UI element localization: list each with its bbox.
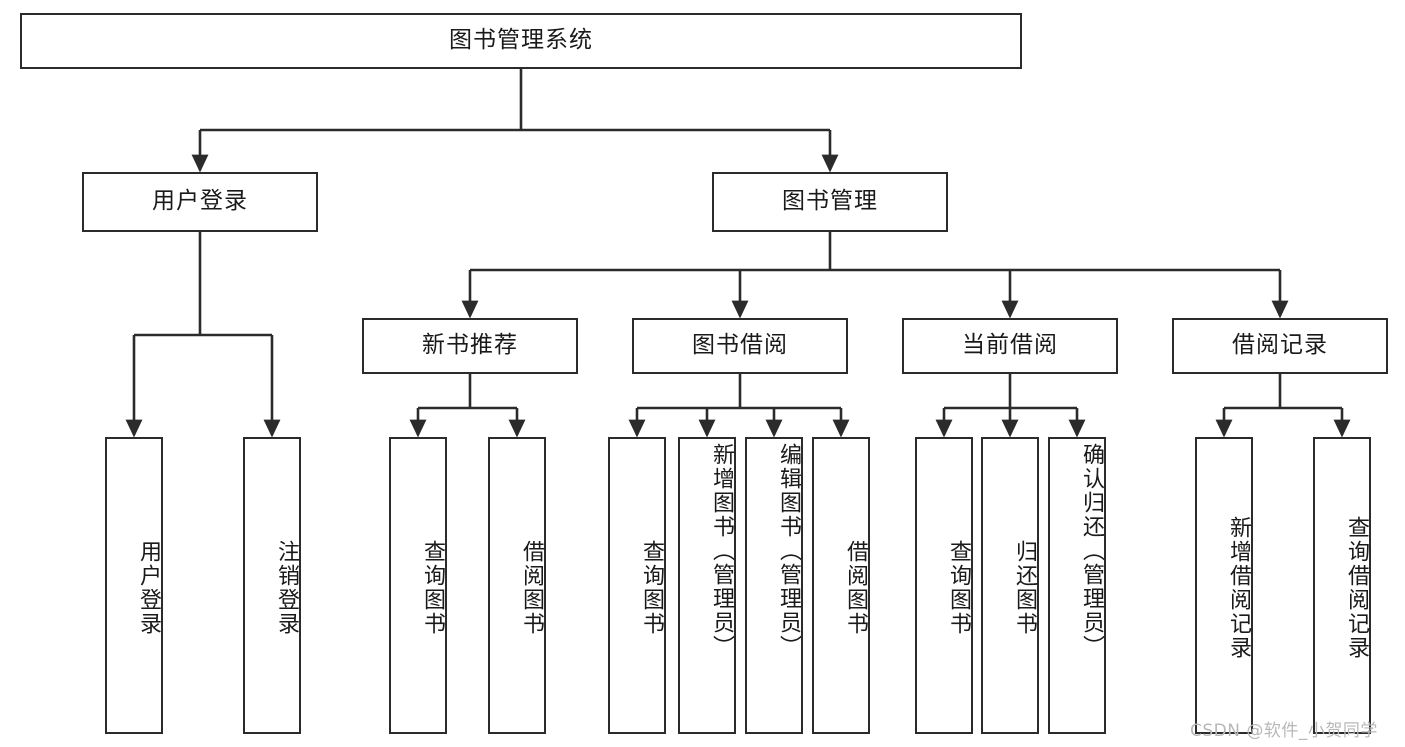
node-leaf-6[interactable]: 编辑图书（管理员） <box>745 437 803 734</box>
node-label: 归还图书 <box>1012 539 1037 636</box>
node-label: 图书管理 <box>782 188 878 215</box>
csdn-watermark: CSDN @软件_小贺同学 <box>1190 721 1378 741</box>
node-label: 图书借阅 <box>692 332 788 359</box>
node-leaf-8[interactable]: 查询图书 <box>915 437 973 734</box>
node-level1-0[interactable]: 用户登录 <box>82 172 318 232</box>
node-label: 新增借阅记录 <box>1226 515 1251 660</box>
node-level1-1[interactable]: 图书管理 <box>712 172 948 232</box>
node-level2-1[interactable]: 图书借阅 <box>632 318 848 374</box>
node-leaf-2[interactable]: 查询图书 <box>389 437 447 734</box>
node-leaf-1[interactable]: 注销登录 <box>243 437 301 734</box>
node-label: 查询借阅记录 <box>1344 515 1369 660</box>
node-leaf-7[interactable]: 借阅图书 <box>812 437 870 734</box>
node-label: 当前借阅 <box>962 332 1058 359</box>
node-label: 用户登录 <box>136 539 161 636</box>
node-leaf-10[interactable]: 确认归还（管理员） <box>1048 437 1106 734</box>
node-leaf-9[interactable]: 归还图书 <box>981 437 1039 734</box>
node-label: 借阅记录 <box>1232 332 1328 359</box>
node-leaf-12[interactable]: 查询借阅记录 <box>1313 437 1371 734</box>
node-label: 借阅图书 <box>519 539 544 636</box>
node-leaf-0[interactable]: 用户登录 <box>105 437 163 734</box>
node-leaf-5[interactable]: 新增图书（管理员） <box>678 437 736 734</box>
node-label: 编辑图书（管理员） <box>776 443 801 659</box>
node-label: 新增图书（管理员） <box>709 443 734 659</box>
node-level2-3[interactable]: 借阅记录 <box>1172 318 1388 374</box>
node-root-title[interactable]: 图书管理系统 <box>20 13 1022 69</box>
node-leaf-3[interactable]: 借阅图书 <box>488 437 546 734</box>
node-label: 借阅图书 <box>843 539 868 636</box>
node-label: 确认归还（管理员） <box>1079 443 1104 659</box>
node-label: 图书管理系统 <box>449 27 593 54</box>
node-label: 注销登录 <box>274 539 299 636</box>
node-label: 查询图书 <box>946 539 971 636</box>
node-level2-0[interactable]: 新书推荐 <box>362 318 578 374</box>
node-leaf-11[interactable]: 新增借阅记录 <box>1195 437 1253 734</box>
node-label: 新书推荐 <box>422 332 518 359</box>
node-label: 用户登录 <box>152 188 248 215</box>
node-leaf-4[interactable]: 查询图书 <box>608 437 666 734</box>
node-level2-2[interactable]: 当前借阅 <box>902 318 1118 374</box>
node-label: 查询图书 <box>639 539 664 636</box>
node-label: 查询图书 <box>420 539 445 636</box>
